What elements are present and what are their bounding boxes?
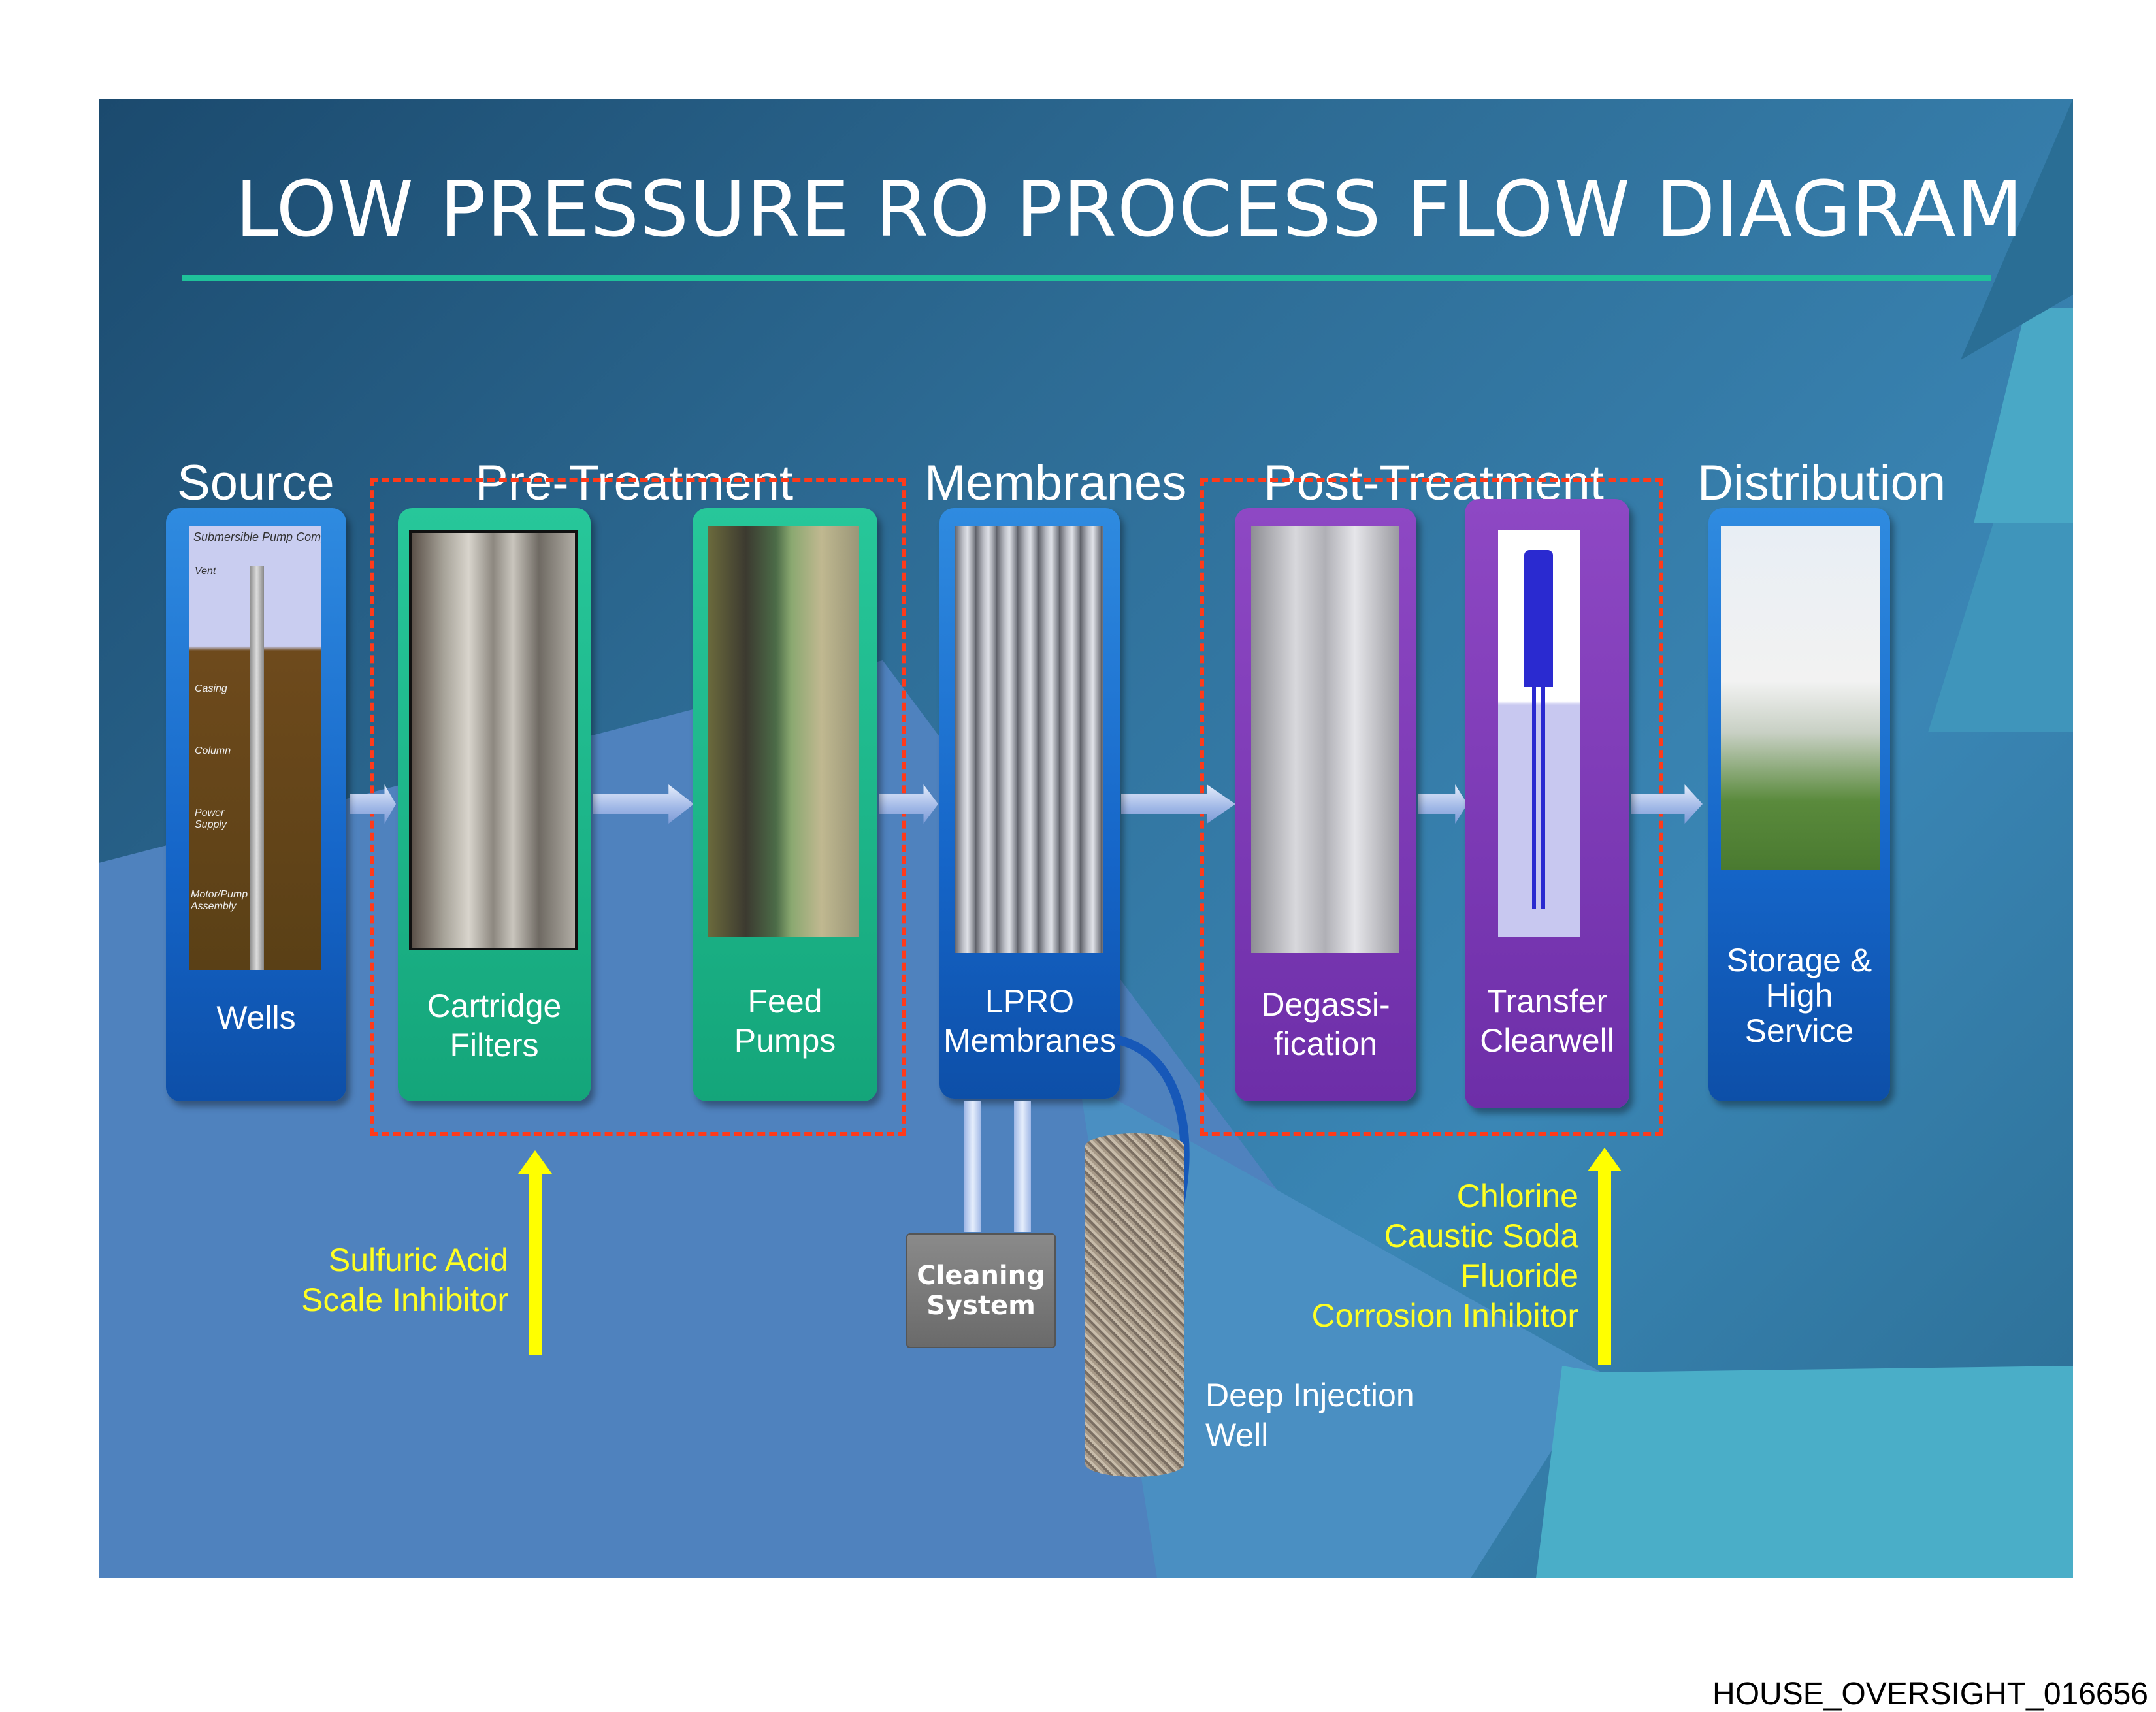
well-diagram-title: Submersible Pump Compo <box>193 530 321 543</box>
unit-label: Degassi-fication <box>1261 986 1390 1062</box>
arrow-up-icon <box>964 1101 981 1232</box>
unit-wells: Submersible Pump Compo Vent Casing Colum… <box>166 508 346 1101</box>
stage-membranes: Membranes <box>924 455 1187 511</box>
feed-pumps-photo <box>708 526 859 937</box>
stage-distribution: Distribution <box>1697 455 1946 511</box>
title-rule <box>182 275 1991 281</box>
document-id: HOUSE_OVERSIGHT_016656 <box>1712 1677 2148 1711</box>
well-label: Motor/Pump Assembly <box>191 889 248 912</box>
well-label: Vent <box>195 566 216 577</box>
degassification-photo <box>1251 526 1399 953</box>
deep-injection-well-icon <box>1085 1133 1184 1477</box>
cartridge-filters-photo <box>409 530 578 950</box>
storage-photo <box>1721 526 1880 870</box>
membranes-photo <box>955 526 1103 953</box>
stage-pretreatment: Pre-Treatment <box>475 455 794 511</box>
pump-shaft <box>1541 687 1545 909</box>
pump-shaft <box>1532 687 1536 909</box>
stage-source: Source <box>177 455 335 511</box>
slide: LOW PRESSURE RO PROCESS FLOW DIAGRAM Sou… <box>99 99 2073 1578</box>
unit-degassification: Degassi-fication <box>1235 508 1416 1101</box>
pump-icon <box>1524 550 1553 687</box>
well-label: Column <box>195 745 231 756</box>
unit-label: Wells <box>216 999 296 1036</box>
page-title: LOW PRESSURE RO PROCESS FLOW DIAGRAM <box>235 164 2024 254</box>
chemical-feed-arrow-icon <box>1588 1148 1622 1365</box>
well-diagram-image: Submersible Pump Compo Vent Casing Colum… <box>189 526 321 970</box>
chemical-feed-arrow-icon <box>518 1150 552 1355</box>
clearwell-image <box>1498 530 1580 937</box>
well-label: Power Supply <box>195 807 227 830</box>
pump-column <box>250 566 264 970</box>
well-label: Casing <box>195 683 227 694</box>
arrow-down-icon <box>1014 1101 1031 1232</box>
